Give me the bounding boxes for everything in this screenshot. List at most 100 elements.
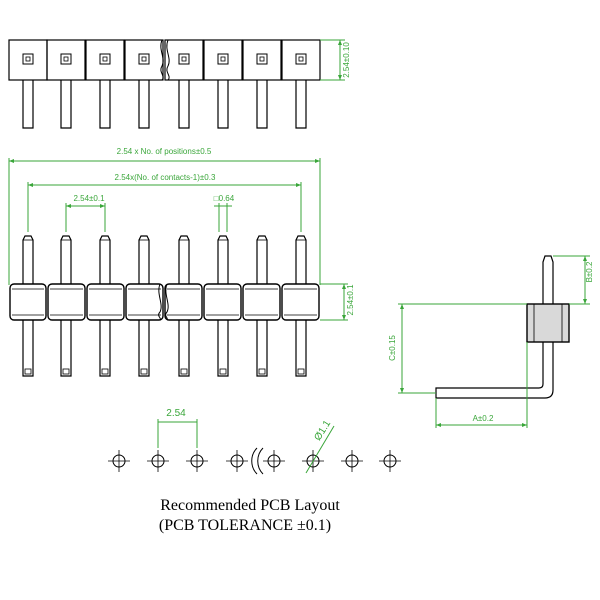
top-pin-tail	[60, 80, 72, 129]
top-pin-square	[178, 53, 190, 65]
top-pin-inner	[259, 56, 265, 62]
side-b-arrow	[583, 256, 587, 261]
top-housing-cell	[203, 39, 243, 81]
top-pin-square	[217, 53, 229, 65]
body-height-label: 2.54±0.1	[346, 284, 355, 316]
overall-length-label: 2.54 x No. of positions±0.5	[117, 147, 212, 156]
front-pin-upper	[178, 235, 190, 284]
front-pin-foot	[219, 368, 227, 375]
top-height-arrow	[338, 75, 342, 80]
pcb-break-arc	[257, 447, 264, 475]
caption-tolerance: (PCB TOLERANCE ±0.1)	[159, 517, 331, 534]
top-pin-inner	[298, 56, 304, 62]
front-pin-upper	[256, 235, 268, 284]
side-housing	[526, 303, 570, 343]
overall-arrow-right	[315, 159, 320, 163]
front-pin-upper	[138, 235, 150, 284]
top-housing-cell	[46, 39, 86, 81]
side-a-label: A±0.2	[473, 414, 494, 423]
contact-span-label: 2.54x(No. of contacts-1)±0.3	[115, 173, 216, 182]
top-pin-square	[22, 53, 34, 65]
front-pin-upper	[295, 235, 307, 284]
front-pin-lower	[256, 320, 268, 377]
side-pin-top	[542, 255, 554, 304]
front-pin-upper	[22, 235, 34, 284]
top-housing-cell	[242, 39, 282, 81]
top-pin-square	[295, 53, 307, 65]
top-pin-tail	[217, 80, 229, 129]
top-pin-square	[99, 53, 111, 65]
top-pin-tail	[138, 80, 150, 129]
pitch-label: 2.54±0.1	[73, 194, 105, 203]
top-pin-inner	[25, 56, 31, 62]
side-a-arrow	[436, 423, 441, 427]
top-housing-cell	[8, 39, 48, 81]
top-height-label: 2.54±0.10	[342, 42, 351, 78]
top-housing-cell	[124, 39, 164, 81]
side-c-arrow	[400, 388, 404, 393]
overall-arrow-left	[9, 159, 14, 163]
front-body-segment	[242, 283, 281, 321]
front-body-segment	[203, 283, 242, 321]
top-housing-cell	[281, 39, 321, 81]
geometry-layer	[8, 39, 590, 475]
pcb-pitch-label: 2.54	[166, 408, 186, 419]
pitch-arrow	[100, 204, 105, 208]
front-pin-foot	[180, 368, 188, 375]
front-break-mark	[165, 283, 169, 321]
top-housing-cell	[85, 39, 125, 81]
front-pin-lower	[138, 320, 150, 377]
top-pin-tail	[99, 80, 111, 129]
front-body-segment	[9, 283, 47, 321]
front-body-segment	[86, 283, 125, 321]
side-b-label: B±0.2	[585, 261, 594, 282]
top-pin-tail	[178, 80, 190, 129]
top-pin-inner	[102, 56, 108, 62]
top-pin-square	[60, 53, 72, 65]
front-pin-upper	[60, 235, 72, 284]
side-a-arrow	[522, 423, 527, 427]
caption-title: Recommended PCB Layout	[160, 497, 340, 514]
body-height-arrow	[342, 315, 346, 320]
span-arrow-left	[28, 183, 33, 187]
body-height-arrow	[342, 284, 346, 289]
front-pin-lower	[217, 320, 229, 377]
front-pin-lower	[60, 320, 72, 377]
front-body-segment	[47, 283, 86, 321]
top-pin-inner	[141, 56, 147, 62]
front-pin-upper	[99, 235, 111, 284]
front-pin-foot	[140, 368, 148, 375]
side-b-arrow	[583, 299, 587, 304]
top-pin-tail	[256, 80, 268, 129]
front-pin-foot	[101, 368, 109, 375]
front-pin-foot	[24, 368, 32, 375]
top-pin-tail	[22, 80, 34, 129]
front-pin-lower	[22, 320, 34, 377]
top-pin-square	[138, 53, 150, 65]
top-height-arrow	[338, 40, 342, 45]
pcb-break-arc	[251, 447, 258, 475]
side-c-label: C±0.15	[388, 335, 397, 361]
front-body-segment	[164, 283, 203, 321]
span-arrow-right	[296, 183, 301, 187]
top-pin-inner	[220, 56, 226, 62]
front-pin-foot	[62, 368, 70, 375]
front-pin-lower	[178, 320, 190, 377]
hole-dia-label: Ø1.1	[312, 418, 333, 443]
pitch-arrow	[66, 204, 71, 208]
front-body-segment	[281, 283, 320, 321]
front-break-mark	[158, 283, 162, 321]
front-pin-lower	[99, 320, 111, 377]
pcb-dia-leader	[305, 425, 335, 474]
front-pin-foot	[258, 368, 266, 375]
top-pin-inner	[63, 56, 69, 62]
side-c-arrow	[400, 304, 404, 309]
front-pin-foot	[297, 368, 305, 375]
pin-square-label: □0.64	[214, 194, 235, 203]
top-housing-cell	[164, 39, 204, 81]
front-pin-lower	[295, 320, 307, 377]
side-pin-bent	[435, 342, 554, 399]
top-break-mark	[160, 39, 164, 81]
top-pin-tail	[295, 80, 307, 129]
